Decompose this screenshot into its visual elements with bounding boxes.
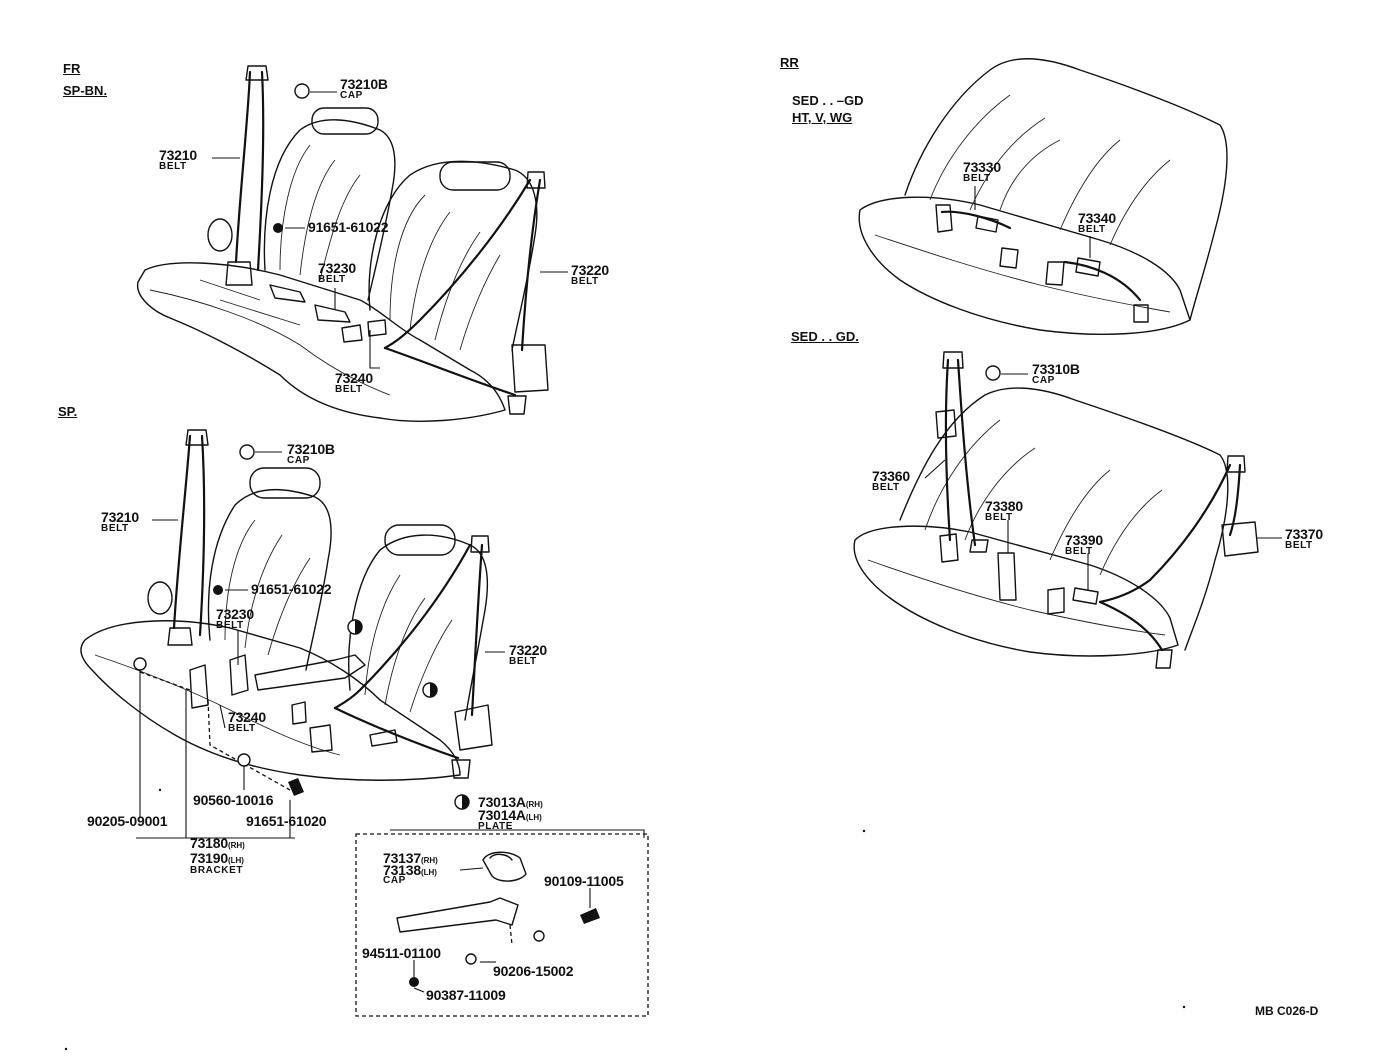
callout-cap-desc: CAP [383,875,406,886]
rear-bench-seat-drawing [858,58,1228,335]
callout-sp-73230-number: 73230 [216,606,254,622]
callout-73340-desc: BELT [1078,224,1106,235]
callout-73330-desc: BELT [963,173,991,184]
callout-73240-number: 73240 [335,370,373,386]
callout-73220-desc: BELT [571,276,599,287]
callout-73013a-number: 73013A(RH) [478,794,543,810]
callout-sp-73210b-desc: CAP [287,455,310,466]
callout-73137-number: 73137(RH) [383,850,438,866]
leader-lines-top-right [974,186,1091,258]
section-sp-bn: SP-BN. [63,83,108,98]
plate-inset-box [355,833,649,1017]
callout-90387-11009-number: 90387-11009 [426,987,506,1003]
section-fr: FR [63,61,81,76]
sport-seat-drawing [80,429,493,810]
callout-73230-desc: BELT [318,274,346,285]
section-sed-gd-line2: HT, V, WG [792,110,853,125]
callout-sp-73220-number: 73220 [509,642,547,658]
callout-90109-11005-number: 90109-11005 [544,873,624,889]
callout-bracket-desc: BRACKET [190,865,244,876]
callout-90560-10016-number: 90560-10016 [193,792,274,808]
callout-73210-desc: BELT [159,161,187,172]
callout-73014a-number: 73014A(LH) [478,807,542,823]
callout-73220-number: 73220 [571,262,609,278]
callout-sp-73240-number: 73240 [228,709,266,725]
leader-lines-middle-left [136,451,645,839]
callout-90205-09001-number: 90205-09001 [87,813,168,829]
callout-73138-number: 73138(LH) [383,862,437,878]
callout-73310b-desc: CAP [1032,375,1055,386]
callout-90206-15002-number: 90206-15002 [493,963,574,979]
callout-sp-73240-desc: BELT [228,723,256,734]
callout-sp-73230-desc: BELT [216,620,244,631]
callout-73380-number: 73380 [985,498,1023,514]
callout-73180-number: 73180(RH) [190,835,245,851]
callout-73360-number: 73360 [872,468,910,484]
front-bench-seat-drawing [136,65,549,422]
callout-sp-73210-number: 73210 [101,509,139,525]
section-sp: SP. [58,404,78,419]
callout-73310b-number: 73310B [1032,361,1080,377]
callout-73390-number: 73390 [1065,532,1103,548]
section-sed-gd-line1: SED . . –GD [792,93,864,108]
callout-sp-73210b-number: 73210B [287,441,335,457]
section-rr: RR [780,55,799,70]
callout-94511-01100-number: 94511-01100 [362,945,441,961]
callout-73210b-number: 73210B [340,76,388,92]
callout-73390-desc: BELT [1065,546,1093,557]
callout-73210b-desc: CAP [340,90,363,101]
callout-sp-73210-desc: BELT [101,523,129,534]
callout-91651-61020-number: 91651-61020 [246,813,327,829]
callout-sp-73220-desc: BELT [509,656,537,667]
diagram-code: MB C026-D [1255,1004,1319,1018]
callout-73340-number: 73340 [1078,210,1116,226]
leader-lines-middle-right [924,373,1282,590]
callout-73370-desc: BELT [1285,540,1313,551]
callout-91651-61022-number: 91651-61022 [308,219,389,235]
callout-73380-desc: BELT [985,512,1013,523]
callout-73190-number: 73190(LH) [190,850,244,866]
callout-plate-desc: PLATE [478,821,514,832]
section-sed-gd: SED . . GD. [791,329,859,344]
callout-73360-desc: BELT [872,482,900,493]
callout-73210-number: 73210 [159,147,197,163]
callout-73330-number: 73330 [963,159,1001,175]
callout-73240-desc: BELT [335,384,363,395]
callout-73230-number: 73230 [318,260,356,276]
rear-bench-seat-3pt-drawing [853,351,1259,669]
callout-sp-91651-61022-number: 91651-61022 [251,581,332,597]
leader-lines-top-left [212,91,568,369]
callout-73370-number: 73370 [1285,526,1323,542]
